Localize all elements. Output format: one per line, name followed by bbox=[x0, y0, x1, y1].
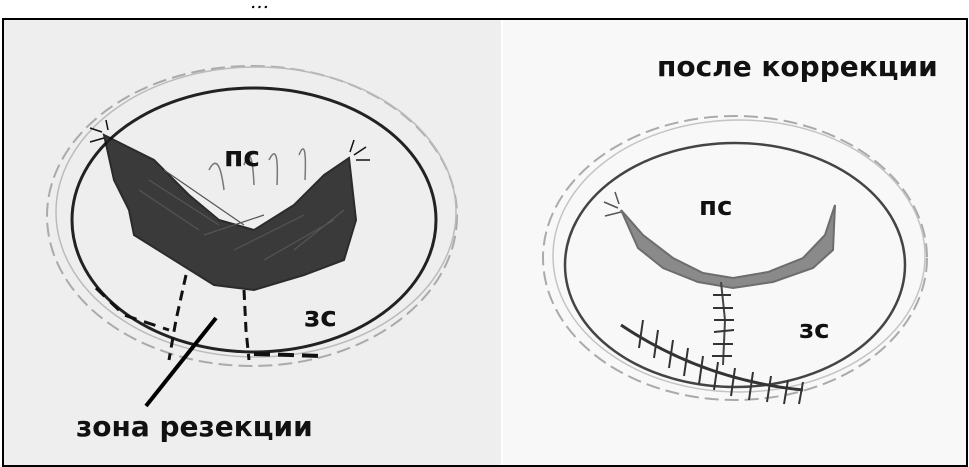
annulus-dash-right bbox=[254, 354, 324, 356]
figure-frame: пс зс зона резекции после коррекции пс з… bbox=[2, 18, 968, 467]
right-panel-after: после коррекции пс зс bbox=[503, 20, 966, 465]
resection-line-right bbox=[244, 290, 249, 360]
valve-ring bbox=[72, 88, 436, 352]
top-caption-text: … bbox=[250, 0, 269, 13]
label-zs-right: зс bbox=[799, 315, 830, 345]
label-resection-zone: зона резекции bbox=[76, 410, 313, 443]
outer-annulus-ring-2 bbox=[553, 120, 925, 392]
title-after-correction: после коррекции bbox=[657, 50, 938, 83]
left-panel-before: пс зс зона резекции bbox=[4, 20, 501, 465]
top-caption-strip: … bbox=[0, 0, 969, 20]
label-zs-left: зс bbox=[304, 300, 337, 333]
label-ps-right: пс bbox=[699, 192, 732, 222]
right-sketch bbox=[503, 20, 966, 465]
frayed-tip-right bbox=[350, 140, 370, 160]
left-sketch bbox=[4, 20, 501, 465]
frayed-tip-left bbox=[604, 192, 621, 216]
outer-annulus-ring bbox=[47, 66, 457, 366]
valve-ring bbox=[565, 143, 905, 387]
annular-suture-line bbox=[621, 325, 803, 390]
outer-annulus-ring-2 bbox=[56, 67, 456, 357]
label-ps-left: пс bbox=[224, 140, 260, 173]
